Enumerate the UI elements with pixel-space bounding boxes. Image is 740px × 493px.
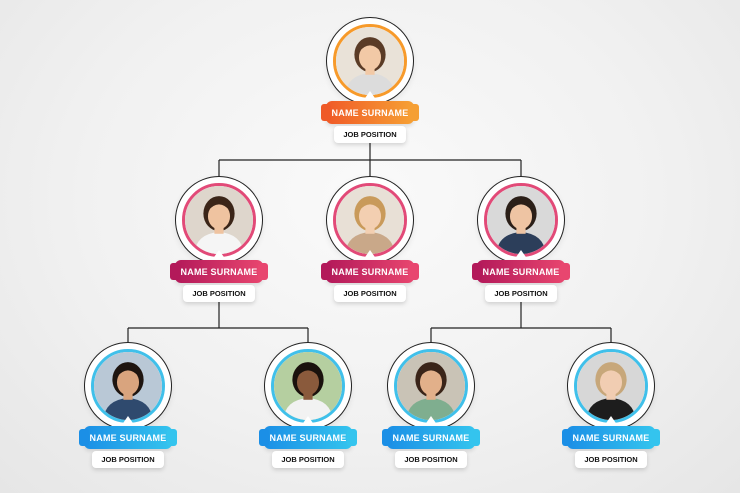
org-node[interactable]: NAME SURNAME JOB POSITION	[561, 342, 661, 482]
job-position-label: JOB POSITION	[485, 285, 557, 302]
caret-up-icon	[514, 250, 528, 260]
caret-up-icon	[604, 416, 618, 426]
org-node[interactable]: NAME SURNAME JOB POSITION	[381, 342, 481, 482]
avatar	[484, 183, 558, 257]
caret-up-icon	[424, 416, 438, 426]
avatar	[182, 183, 256, 257]
job-position-label: JOB POSITION	[272, 451, 344, 468]
job-position-label: JOB POSITION	[334, 285, 406, 302]
job-position-label: JOB POSITION	[183, 285, 255, 302]
caret-up-icon	[121, 416, 135, 426]
avatar	[271, 349, 345, 423]
avatar	[333, 24, 407, 98]
org-node[interactable]: NAME SURNAME JOB POSITION	[320, 176, 420, 316]
job-position-label: JOB POSITION	[92, 451, 164, 468]
name-banner: NAME SURNAME	[472, 260, 570, 283]
avatar	[574, 349, 648, 423]
org-node[interactable]: NAME SURNAME JOB POSITION	[320, 17, 420, 157]
caret-up-icon	[363, 91, 377, 101]
caret-up-icon	[363, 250, 377, 260]
caret-up-icon	[301, 416, 315, 426]
org-node[interactable]: NAME SURNAME JOB POSITION	[471, 176, 571, 316]
org-node[interactable]: NAME SURNAME JOB POSITION	[78, 342, 178, 482]
name-banner: NAME SURNAME	[321, 101, 419, 124]
name-banner: NAME SURNAME	[382, 426, 480, 449]
avatar	[333, 183, 407, 257]
caret-up-icon	[212, 250, 226, 260]
avatar	[394, 349, 468, 423]
name-banner: NAME SURNAME	[79, 426, 177, 449]
org-node[interactable]: NAME SURNAME JOB POSITION	[169, 176, 269, 316]
avatar	[91, 349, 165, 423]
job-position-label: JOB POSITION	[575, 451, 647, 468]
org-node[interactable]: NAME SURNAME JOB POSITION	[258, 342, 358, 482]
job-position-label: JOB POSITION	[395, 451, 467, 468]
name-banner: NAME SURNAME	[321, 260, 419, 283]
name-banner: NAME SURNAME	[259, 426, 357, 449]
name-banner: NAME SURNAME	[562, 426, 660, 449]
job-position-label: JOB POSITION	[334, 126, 406, 143]
name-banner: NAME SURNAME	[170, 260, 268, 283]
